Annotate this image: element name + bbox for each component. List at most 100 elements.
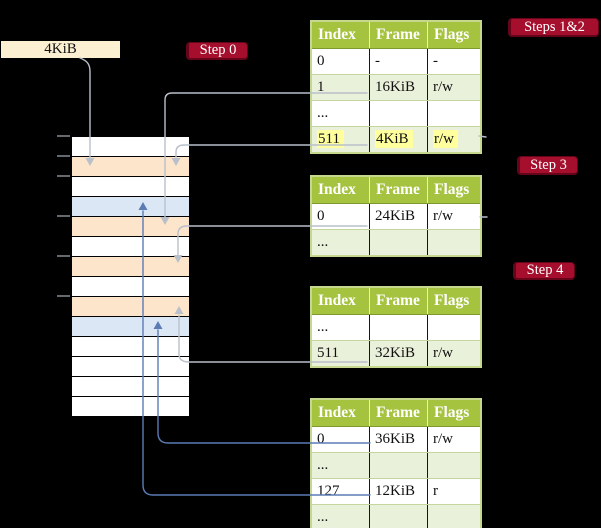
table-cell [369, 315, 427, 340]
table-cell [427, 453, 480, 478]
table-cell: 4KiB [369, 127, 427, 152]
cell-text: 24KiB [375, 208, 416, 224]
table-row: ... [312, 229, 480, 255]
table-cell: 32KiB [369, 341, 427, 366]
cell-text: 0 [317, 208, 325, 224]
table-row: ... [312, 100, 480, 126]
table-row: ... [312, 452, 480, 478]
memory-row [72, 277, 189, 297]
table-cell [427, 505, 480, 528]
cell-text: r [433, 483, 438, 499]
table-cell: 0 [312, 49, 369, 74]
memory-row [72, 257, 189, 277]
table-cell: ... [312, 453, 369, 478]
table-row: ... [312, 504, 480, 528]
memory-row [72, 197, 189, 217]
cell-text: r/w [433, 130, 458, 148]
table-cell: 0 [312, 427, 369, 452]
memory-row [72, 357, 189, 377]
table-row: 1 16KiB r/w [312, 74, 480, 100]
memory-row [72, 397, 189, 416]
memory-row [72, 337, 189, 357]
table-cell: - [369, 49, 427, 74]
column-header: Frame [369, 177, 427, 203]
table-cell [369, 230, 427, 255]
cell-text: ... [317, 319, 329, 335]
cell-text: 0 [317, 53, 325, 69]
table-cell: r/w [427, 127, 480, 152]
table-row: 0 36KiB r/w [312, 427, 480, 452]
column-header: Index [318, 404, 356, 421]
cell-text: ... [317, 234, 329, 250]
step4-badge: Step 4 [513, 262, 575, 280]
column-header: Index [318, 181, 356, 198]
memory-row [72, 317, 189, 337]
column-header: Flags [427, 177, 480, 203]
cell-text: 1 [317, 79, 325, 95]
table-cell: 127 [312, 479, 369, 504]
table-cell [369, 505, 427, 528]
table-cell: 16KiB [369, 75, 427, 100]
table-cell: ... [312, 230, 369, 255]
frame-size-box: 4KiB [1, 41, 120, 58]
step0-badge: Step 0 [186, 42, 248, 60]
cell-text: 36KiB [375, 431, 416, 447]
cell-text: - [433, 53, 438, 69]
cell-text: ... [317, 105, 329, 121]
table-cell: ... [312, 315, 369, 340]
column-header: Flags [427, 400, 480, 426]
table-row: ... [312, 315, 480, 340]
cell-text: r/w [433, 79, 453, 95]
table-cell [369, 453, 427, 478]
table-cell: 511 [312, 127, 369, 152]
cell-text: 511 [317, 345, 339, 361]
cell-text: 511 [317, 130, 344, 148]
memory-row [72, 217, 189, 237]
column-header: Frame [369, 22, 427, 48]
table-cell: 24KiB [369, 204, 427, 229]
steps12-badge: Steps 1&2 [508, 18, 599, 37]
table-cell: - [427, 49, 480, 74]
column-header: Flags [427, 22, 480, 48]
table-row: 511 32KiB r/w [312, 340, 480, 366]
memory-row [72, 377, 189, 397]
table-cell: r/w [427, 75, 480, 100]
cell-text: ... [317, 457, 329, 473]
memory-row [72, 157, 189, 177]
column-header: Index [318, 292, 356, 309]
table-cell: r/w [427, 341, 480, 366]
cell-text: 127 [317, 483, 340, 499]
cell-text: 16KiB [375, 79, 416, 95]
table-cell [369, 101, 427, 126]
column-header: Frame [369, 400, 427, 426]
column-header: Index [318, 26, 356, 43]
cell-text: 0 [317, 431, 325, 447]
cell-text: r/w [433, 431, 453, 447]
table-cell: 12KiB [369, 479, 427, 504]
table-cell [427, 101, 480, 126]
table-cell: r/w [427, 427, 480, 452]
cell-text: 4KiB [375, 130, 413, 148]
column-header: Frame [369, 288, 427, 314]
table-row: 511 4KiB r/w [312, 126, 480, 152]
table-cell: ... [312, 505, 369, 528]
physical-memory [71, 136, 190, 417]
cell-text: 12KiB [375, 483, 416, 499]
memory-row [72, 297, 189, 317]
table-cell: 1 [312, 75, 369, 100]
table-row: 127 12KiB r [312, 478, 480, 504]
table-cell: 511 [312, 341, 369, 366]
cell-text: - [375, 53, 380, 69]
cell-text: 32KiB [375, 345, 416, 361]
table-cell: 36KiB [369, 427, 427, 452]
memory-row [72, 237, 189, 257]
